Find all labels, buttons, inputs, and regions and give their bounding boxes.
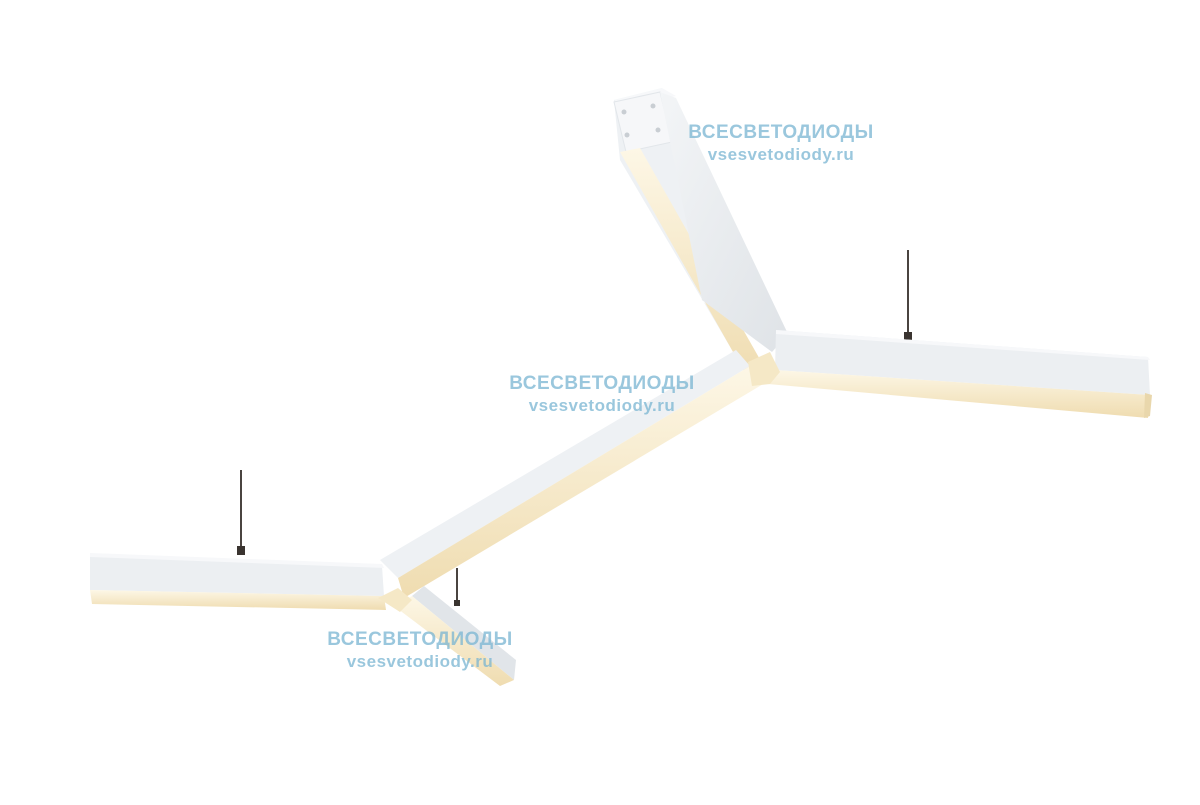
right-arm: [768, 330, 1152, 418]
left-arm: [90, 553, 386, 610]
central-arm: [380, 350, 770, 598]
lower-junction: [378, 588, 412, 612]
lower-arm: [394, 586, 516, 686]
upper-junction: [748, 352, 780, 386]
suspension-cables: [237, 250, 912, 606]
upper-arm: [613, 88, 788, 384]
